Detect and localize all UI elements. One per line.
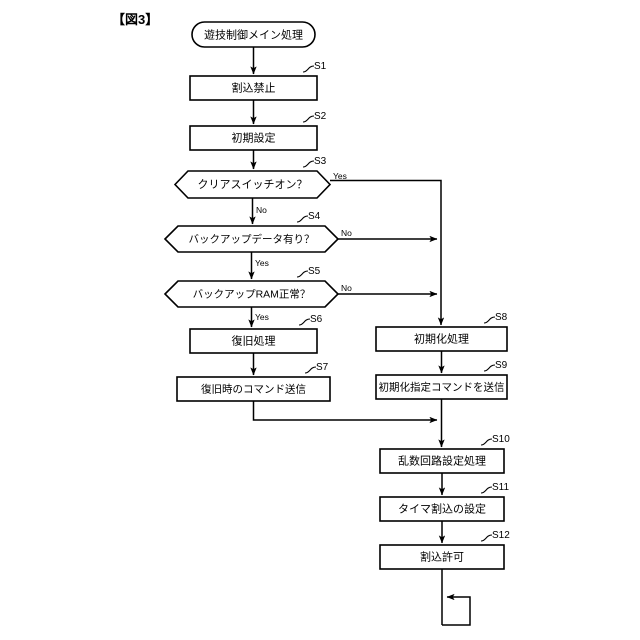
- step-label-s11: S11: [492, 482, 509, 493]
- edge-s7-to-trunk: [252, 401, 438, 424]
- node-s1-shape: [189, 75, 318, 101]
- node-s10-label: 乱数回路設定処理: [398, 453, 486, 467]
- node-s5-label: バックアップRAM正常？: [193, 287, 311, 300]
- leader-s7: [304, 366, 317, 374]
- edge-label-s3-yes: Yes: [333, 171, 347, 181]
- node-s7-shape: [176, 376, 331, 402]
- node-s1-label: 割込禁止: [232, 80, 276, 94]
- leader-s12: [480, 534, 493, 542]
- edge-label-s4-no: No: [341, 228, 352, 238]
- leader-s11: [480, 486, 493, 494]
- node-s2-label: 初期設定: [232, 130, 276, 144]
- leader-s6: [298, 318, 311, 326]
- edge-loop-back: [442, 593, 471, 626]
- step-label-s2: S2: [314, 111, 327, 122]
- node-s12-label: 割込許可: [420, 549, 464, 563]
- leader-s10: [480, 438, 493, 446]
- step-label-s5: S5: [308, 266, 321, 277]
- step-label-s8: S8: [495, 312, 508, 323]
- leader-s4: [296, 215, 309, 223]
- leader-s8: [483, 316, 496, 324]
- leader-s3: [302, 160, 315, 168]
- node-s8-label: 初期化処理: [414, 331, 469, 345]
- edge-label-s4-yes: Yes: [255, 258, 269, 268]
- node-s9-label: 初期化指定コマンドを送信: [379, 380, 505, 393]
- step-label-s1: S1: [314, 61, 327, 72]
- node-s3-label: クリアスイッチオン？: [198, 178, 308, 191]
- node-s11-label: タイマ割込の設定: [398, 501, 486, 515]
- edge-s3-yes-to-s8: [330, 179, 445, 326]
- node-s4-label: バックアップデータ有り？: [189, 232, 315, 245]
- edge-label-s5-yes: Yes: [255, 312, 269, 322]
- leader-s5: [296, 270, 309, 278]
- node-start-label: 遊技制御メイン処理: [204, 27, 303, 41]
- leader-s9: [483, 364, 496, 372]
- node-s6-label: 復旧処理: [232, 334, 276, 347]
- edge-label-s5-no: No: [341, 283, 352, 293]
- node-s12-shape: [379, 544, 505, 570]
- leader-s2: [302, 115, 315, 123]
- step-label-s3: S3: [314, 156, 327, 167]
- step-label-s12: S12: [492, 530, 510, 541]
- node-s7-label: 復旧時のコマンド送信: [201, 382, 306, 395]
- edge-label-s3-no: No: [256, 205, 267, 215]
- step-label-s4: S4: [308, 211, 321, 222]
- node-s3-shape: [173, 170, 332, 199]
- node-s8-shape: [375, 326, 508, 352]
- step-label-s7: S7: [316, 362, 329, 373]
- node-s6-shape: [189, 328, 318, 354]
- step-label-s10: S10: [492, 434, 510, 445]
- figure-number-label: 【図3】: [112, 12, 158, 27]
- leader-s1: [302, 65, 315, 73]
- step-label-s9: S9: [495, 360, 508, 371]
- step-label-s6: S6: [310, 314, 323, 325]
